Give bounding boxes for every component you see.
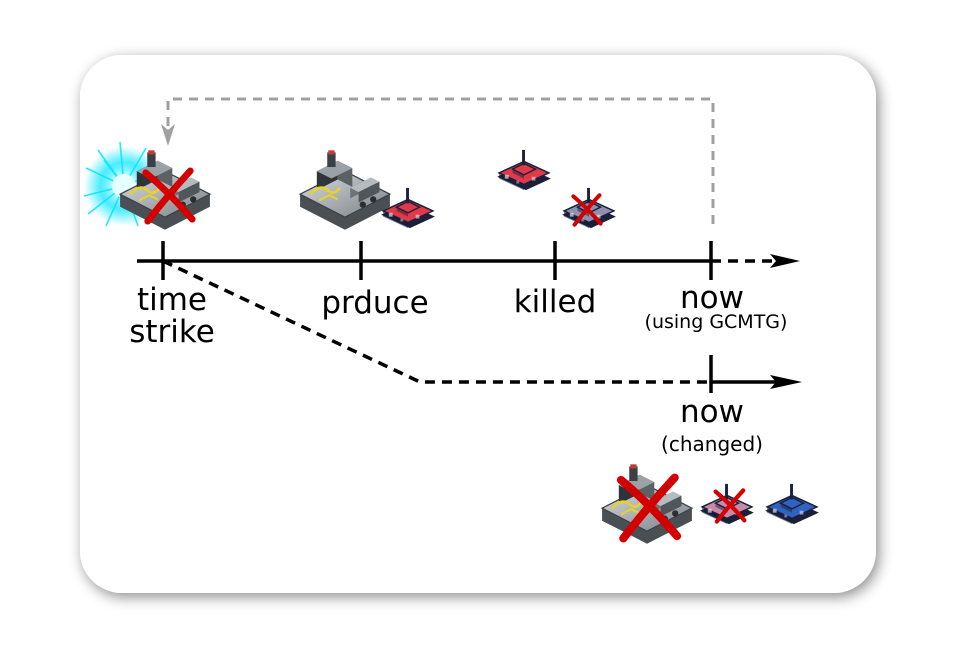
label-now-bottom-sub: (changed) bbox=[661, 432, 763, 456]
main-timeline-arrowhead bbox=[770, 254, 800, 268]
label-produce: prduce bbox=[321, 285, 428, 321]
label-killed: killed bbox=[514, 284, 597, 320]
loop-back-arrowhead bbox=[161, 124, 175, 146]
label-now-bottom: now bbox=[680, 394, 744, 430]
label-time: time bbox=[137, 282, 207, 318]
diagram-card bbox=[80, 55, 876, 593]
time-strike-icons bbox=[83, 141, 212, 232]
label-strike: strike bbox=[129, 314, 215, 350]
label-now-top: now bbox=[680, 280, 744, 316]
branch-timeline bbox=[162, 259, 711, 384]
label-now-top-sub: (using GCMTG) bbox=[645, 311, 788, 333]
changed-timeline-arrowhead bbox=[770, 375, 802, 389]
